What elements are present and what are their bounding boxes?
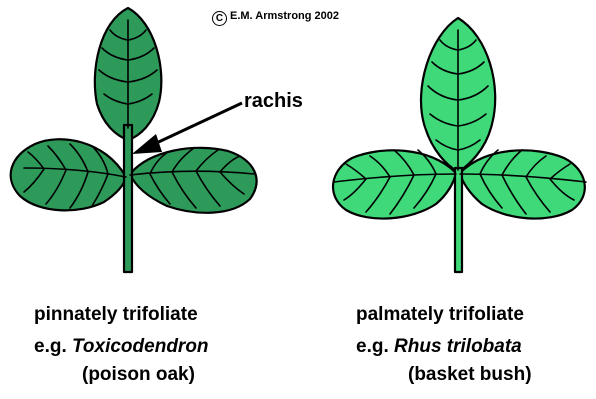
pinnately-trifoliate-leaf — [11, 8, 257, 272]
left-common-name: (poison oak) — [82, 364, 195, 386]
right-common-name: (basket bush) — [408, 364, 532, 386]
copyright-text: E.M. Armstrong 2002 — [230, 10, 339, 22]
right-caption-title: palmately trifoliate — [356, 304, 524, 326]
left-caption-example: e.g. Toxicodendron — [34, 336, 209, 358]
left-eg-prefix: e.g. — [34, 336, 67, 357]
right-eg-prefix: e.g. — [356, 336, 389, 357]
palmately-trifoliate-leaf — [333, 18, 586, 272]
right-scientific-name: Rhus trilobata — [394, 336, 522, 357]
right-petiole — [455, 168, 462, 272]
left-rachis — [124, 125, 132, 272]
right-caption-example: e.g. Rhus trilobata — [356, 336, 522, 358]
rachis-label: rachis — [244, 90, 303, 113]
copyright-symbol-icon: C — [212, 11, 227, 26]
left-caption-title: pinnately trifoliate — [34, 304, 198, 326]
left-lateral-leaflet-left — [11, 139, 126, 210]
left-scientific-name: Toxicodendron — [72, 336, 209, 357]
